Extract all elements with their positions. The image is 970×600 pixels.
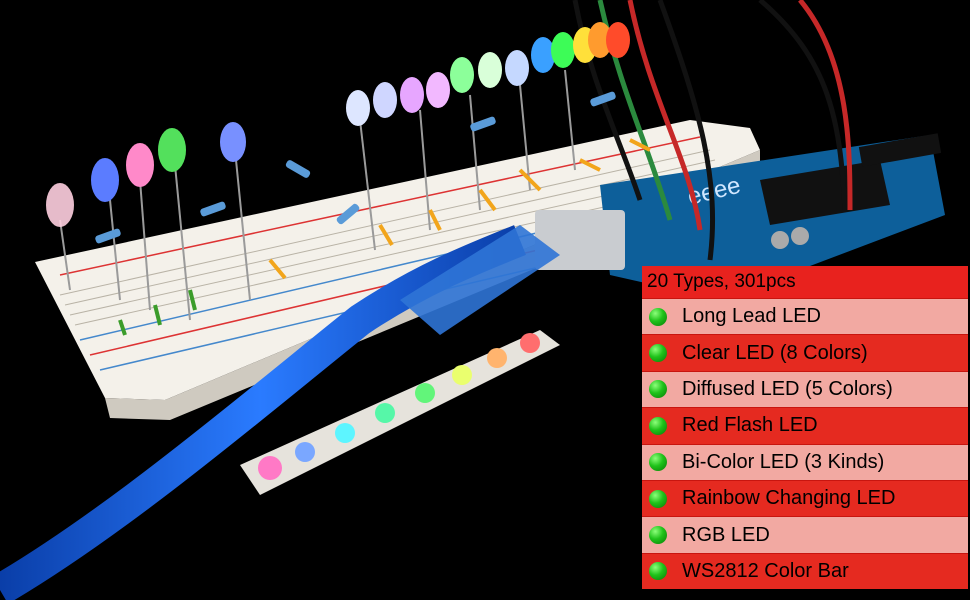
resistors — [95, 91, 616, 244]
legend-item-label: Rainbow Changing LED — [682, 487, 896, 510]
legend-title: 20 Types, 301pcs — [642, 266, 968, 298]
legend-item: RGB LED — [642, 516, 968, 553]
green-bullet-icon — [649, 489, 667, 508]
leds — [46, 22, 630, 321]
legend-item: Red Flash LED — [642, 407, 968, 444]
green-bullet-icon — [649, 344, 667, 363]
legend-item-label: Long Lead LED — [682, 305, 822, 328]
green-bullet-icon — [649, 416, 667, 435]
green-bullet-icon — [649, 307, 667, 326]
legend-item: WS2812 Color Bar — [642, 552, 968, 590]
legend-item: Clear LED (8 Colors) — [642, 334, 968, 371]
legend-item: Long Lead LED — [642, 298, 968, 335]
legend-item-label: Bi-Color LED (3 Kinds) — [682, 450, 885, 473]
legend-item: Bi-Color LED (3 Kinds) — [642, 443, 968, 480]
green-bullet-icon — [649, 380, 667, 399]
usb-cable — [0, 225, 560, 600]
green-bullet-icon — [649, 526, 667, 545]
product-legend: 20 Types, 301pcs Long Lead LED Clear LED… — [642, 266, 968, 590]
ws2812-led-strip — [240, 330, 560, 495]
jumper-links — [118, 138, 651, 336]
legend-item-label: Clear LED (8 Colors) — [682, 341, 868, 364]
legend-item-label: Diffused LED (5 Colors) — [682, 377, 893, 400]
legend-item-label: WS2812 Color Bar — [682, 559, 849, 582]
legend-item: Rainbow Changing LED — [642, 479, 968, 517]
green-bullet-icon — [649, 562, 667, 581]
legend-item: Diffused LED (5 Colors) — [642, 370, 968, 408]
legend-item-label: RGB LED — [682, 523, 770, 546]
legend-item-label: Red Flash LED — [682, 414, 818, 437]
jumper-wires — [572, 0, 853, 261]
green-bullet-icon — [649, 453, 667, 472]
